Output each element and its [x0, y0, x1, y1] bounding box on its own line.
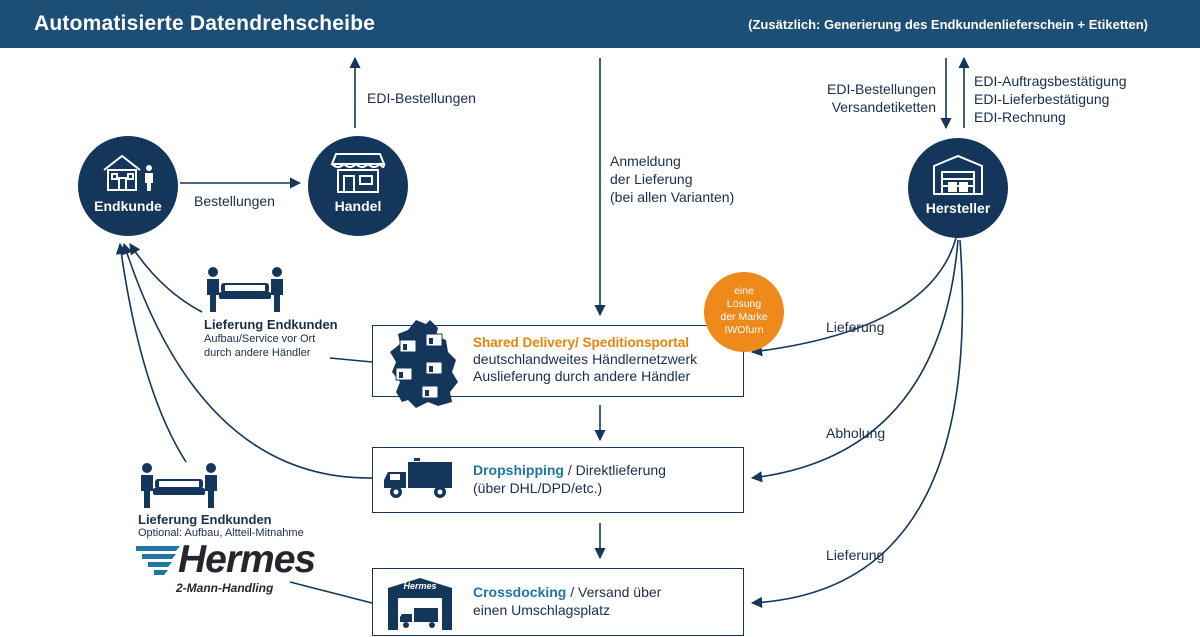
- label-edi-bestellungen: EDI-Bestellungen: [367, 90, 476, 106]
- label-hersteller-in-2: Versandetiketten: [831, 99, 936, 115]
- dropshipping-rest: / Direktlieferung: [564, 462, 666, 478]
- warehouse-icon: [933, 154, 983, 195]
- dropshipping-title: Dropshipping: [473, 462, 564, 478]
- label-lieferung-1: Lieferung: [826, 319, 885, 335]
- dropshipping-line1: Dropshipping / Direktlieferung: [473, 462, 666, 479]
- label-hersteller-out-1: EDI-Auftragsbestätigung: [974, 73, 1127, 89]
- badge-line-4: IWOfurn: [724, 324, 764, 336]
- line-shared-to-lieferend1: [329, 357, 373, 363]
- node-hersteller-label: Hersteller: [925, 200, 991, 216]
- lieferung-endkunden-1-line2: durch andere Händler: [204, 347, 311, 359]
- crossdocking-title: Crossdocking: [473, 584, 567, 600]
- shared-delivery-line2: Auslieferung durch andere Händler: [473, 368, 691, 384]
- couch-carriers-icon: [207, 267, 283, 312]
- node-endkunde-label: Endkunde: [94, 198, 162, 214]
- node-handel-label: Handel: [334, 198, 382, 214]
- label-anmeldung-3: (bei allen Varianten): [610, 189, 735, 205]
- shared-delivery-line1: deutschlandweites Händlernetzwerk: [473, 351, 698, 367]
- badge-line-1: eine: [734, 285, 754, 297]
- page-subtitle: (Zusätzlich: Generierung des Endkundenli…: [748, 17, 1148, 32]
- crossdocking-line2: einen Umschlagsplatz: [473, 602, 610, 618]
- line-hermes-to-cross: [289, 581, 373, 604]
- hermes-wing-icon: [136, 546, 180, 575]
- store-icon: [330, 153, 386, 193]
- label-hersteller-out-2: EDI-Lieferbestätigung: [974, 91, 1110, 107]
- crossdocking-rest: / Versand über: [566, 584, 662, 600]
- arrow-lieferung-cross: [750, 239, 964, 609]
- lieferung-endkunden-2-title: Lieferung Endkunden: [138, 512, 272, 527]
- arrow-abholung-drop: [750, 239, 959, 483]
- header-bar: Automatisierte Datendrehscheibe (Zusätzl…: [0, 0, 1200, 48]
- arrow-drop-to-endkunde: [121, 242, 373, 479]
- arrow-lieferend1-to-endkunde: [129, 243, 203, 313]
- lieferung-endkunden-2-line1: Optional: Aufbau, Altteil-Mitnahme: [138, 527, 304, 539]
- node-handel[interactable]: Handel: [308, 136, 408, 236]
- label-bestellungen: Bestellungen: [194, 193, 275, 209]
- box-dropshipping[interactable]: [372, 447, 744, 513]
- label-hersteller-in-1: EDI-Bestellungen: [827, 81, 936, 97]
- label-anmeldung-1: Anmeldung: [610, 153, 681, 169]
- label-hersteller-out-3: EDI-Rechnung: [974, 109, 1066, 125]
- iwofurn-badge: eine Lösung der Marke IWOfurn: [704, 272, 784, 352]
- house-icon: [103, 154, 153, 191]
- label-abholung: Abholung: [826, 425, 886, 441]
- germany-map-icon: [390, 320, 458, 408]
- dropshipping-line2: (über DHL/DPD/etc.): [473, 480, 603, 496]
- arrow-lieferend2-to-endkunde: [115, 242, 187, 463]
- crossdock-warehouse-icon: Hermes: [388, 578, 452, 630]
- lieferung-endkunden-1-line1: Aufbau/Service vor Ort: [204, 333, 316, 345]
- label-lieferung-2: Lieferung: [826, 547, 885, 563]
- crossdock-hermes-text: Hermes: [403, 581, 436, 591]
- label-anmeldung-2: der Lieferung: [610, 171, 693, 187]
- lieferung-endkunden-1-title: Lieferung Endkunden: [204, 317, 338, 332]
- badge-line-2: Lösung: [726, 298, 762, 310]
- truck-icon: [384, 458, 452, 498]
- hermes-subtitle: 2-Mann-Handling: [176, 581, 274, 595]
- page-title: Automatisierte Datendrehscheibe: [34, 12, 376, 35]
- badge-line-3: der Marke: [720, 311, 768, 323]
- node-hersteller[interactable]: Hersteller: [908, 138, 1008, 238]
- arrow-lieferung-shared: [750, 237, 957, 357]
- couch-carriers-icon: [141, 463, 217, 508]
- crossdocking-line1: Crossdocking / Versand über: [473, 584, 661, 601]
- node-endkunde[interactable]: Endkunde: [78, 136, 178, 236]
- hermes-logo: Hermes: [178, 538, 316, 581]
- shared-delivery-title: Shared Delivery/ Speditionsportal: [473, 335, 690, 350]
